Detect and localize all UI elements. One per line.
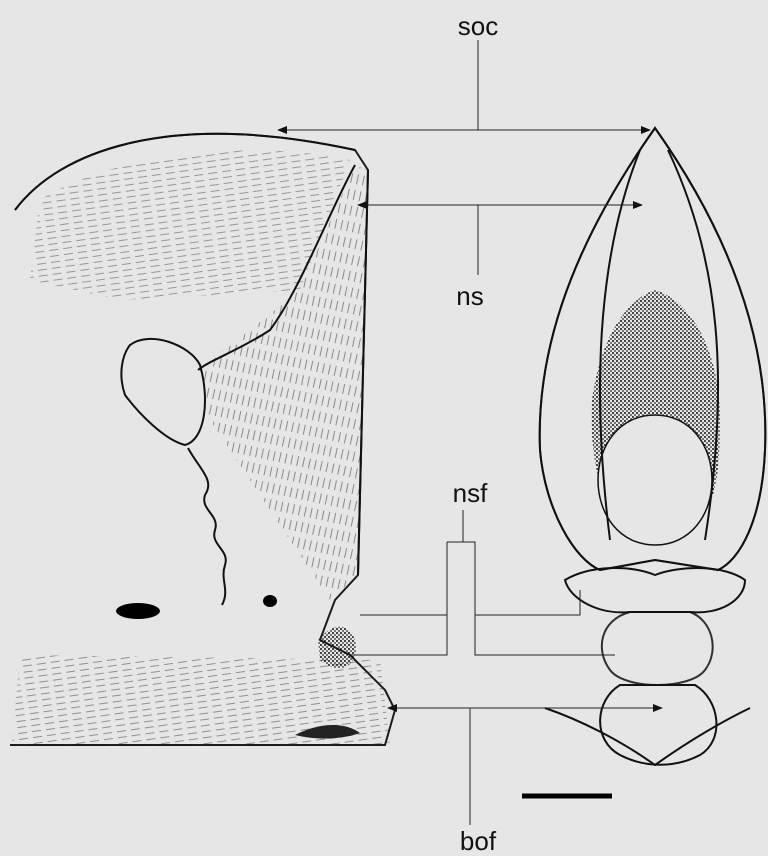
condyles — [565, 568, 745, 612]
base-curve — [545, 708, 750, 765]
nsf-bracket-right-upper — [447, 542, 580, 615]
notch-dark — [318, 627, 356, 668]
foramen-small — [263, 595, 277, 607]
label-soc: soc — [458, 11, 498, 41]
foramen-magnum — [598, 415, 712, 545]
wavy-suture — [188, 448, 226, 605]
nsf-bracket-left-lower — [350, 615, 447, 655]
posterior-view — [540, 128, 766, 765]
label-ns: ns — [456, 281, 483, 311]
nsf-bracket-left-upper — [360, 542, 447, 615]
foramen-left — [116, 603, 160, 619]
dotted-lobe — [121, 339, 205, 445]
basioccipital-lower — [600, 685, 716, 765]
label-nsf: nsf — [453, 478, 488, 508]
basioccipital-upper — [602, 612, 713, 685]
nsf-bracket-right-lower — [475, 615, 615, 655]
label-bof: bof — [460, 826, 497, 856]
anterior-upper-hatching — [30, 150, 350, 300]
lateral-view — [10, 134, 395, 745]
